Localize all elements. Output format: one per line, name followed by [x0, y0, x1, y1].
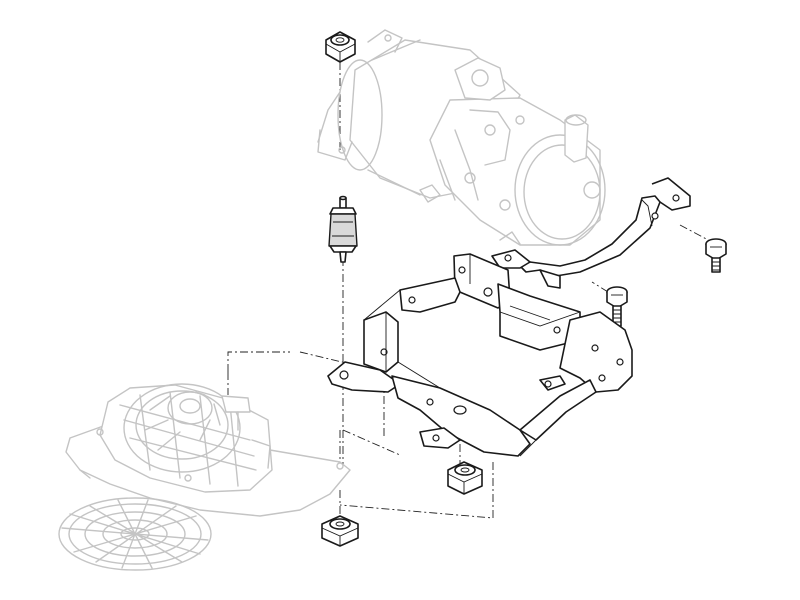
mounting-bracket [327, 253, 633, 457]
fan-grille-ghost [58, 497, 212, 571]
cooling-fan-ghost [65, 383, 351, 517]
lower-right-hex-nut [447, 461, 483, 495]
electric-pump-ghost [317, 29, 606, 246]
middle-hex-bolt [606, 286, 628, 327]
top-hex-nut [325, 31, 356, 63]
rubber-mount [328, 195, 358, 263]
lower-center-hex-nut [321, 515, 359, 547]
support-strap [491, 177, 691, 289]
right-hex-bolt [705, 238, 727, 273]
